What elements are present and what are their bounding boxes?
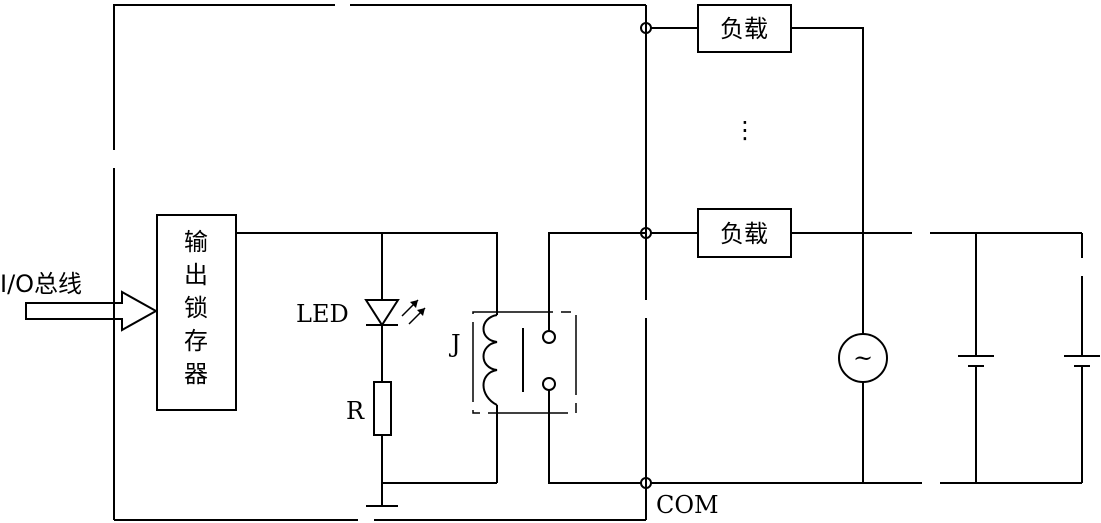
svg-text:存: 存 <box>184 327 208 355</box>
relay-coil <box>482 314 498 483</box>
svg-text:输: 输 <box>184 228 208 256</box>
output-latch-label: 输 出 锁 存 器 <box>184 228 208 388</box>
led-label: LED <box>296 300 349 328</box>
output-latch-box <box>156 214 237 411</box>
latch-output-wire <box>236 232 498 315</box>
led-branch <box>381 233 497 506</box>
svg-text:器: 器 <box>184 360 208 388</box>
ellipsis: ⋮ <box>733 116 757 144</box>
resistor-symbol <box>373 381 392 436</box>
svg-text:锁: 锁 <box>184 294 208 322</box>
io-bus-arrow <box>25 290 159 332</box>
relay-label: J <box>448 330 461 358</box>
com-label: COM <box>656 491 719 519</box>
svg-text:出: 出 <box>184 261 208 289</box>
module-frame <box>113 4 647 521</box>
io-bus-label: I/O总线 <box>0 270 82 298</box>
resistor-label: R <box>346 397 365 425</box>
ac-source-symbol: ~ <box>853 344 873 372</box>
relay-enclosure <box>472 311 577 414</box>
load-top-label: 负载 <box>720 15 768 43</box>
battery-2 <box>1064 355 1100 367</box>
led-symbol <box>364 299 426 327</box>
load-bottom-label: 负载 <box>720 220 768 248</box>
supply-wiring <box>651 232 1083 484</box>
battery-1 <box>958 355 994 367</box>
ac-source <box>838 333 888 383</box>
relay-contacts <box>542 232 646 484</box>
